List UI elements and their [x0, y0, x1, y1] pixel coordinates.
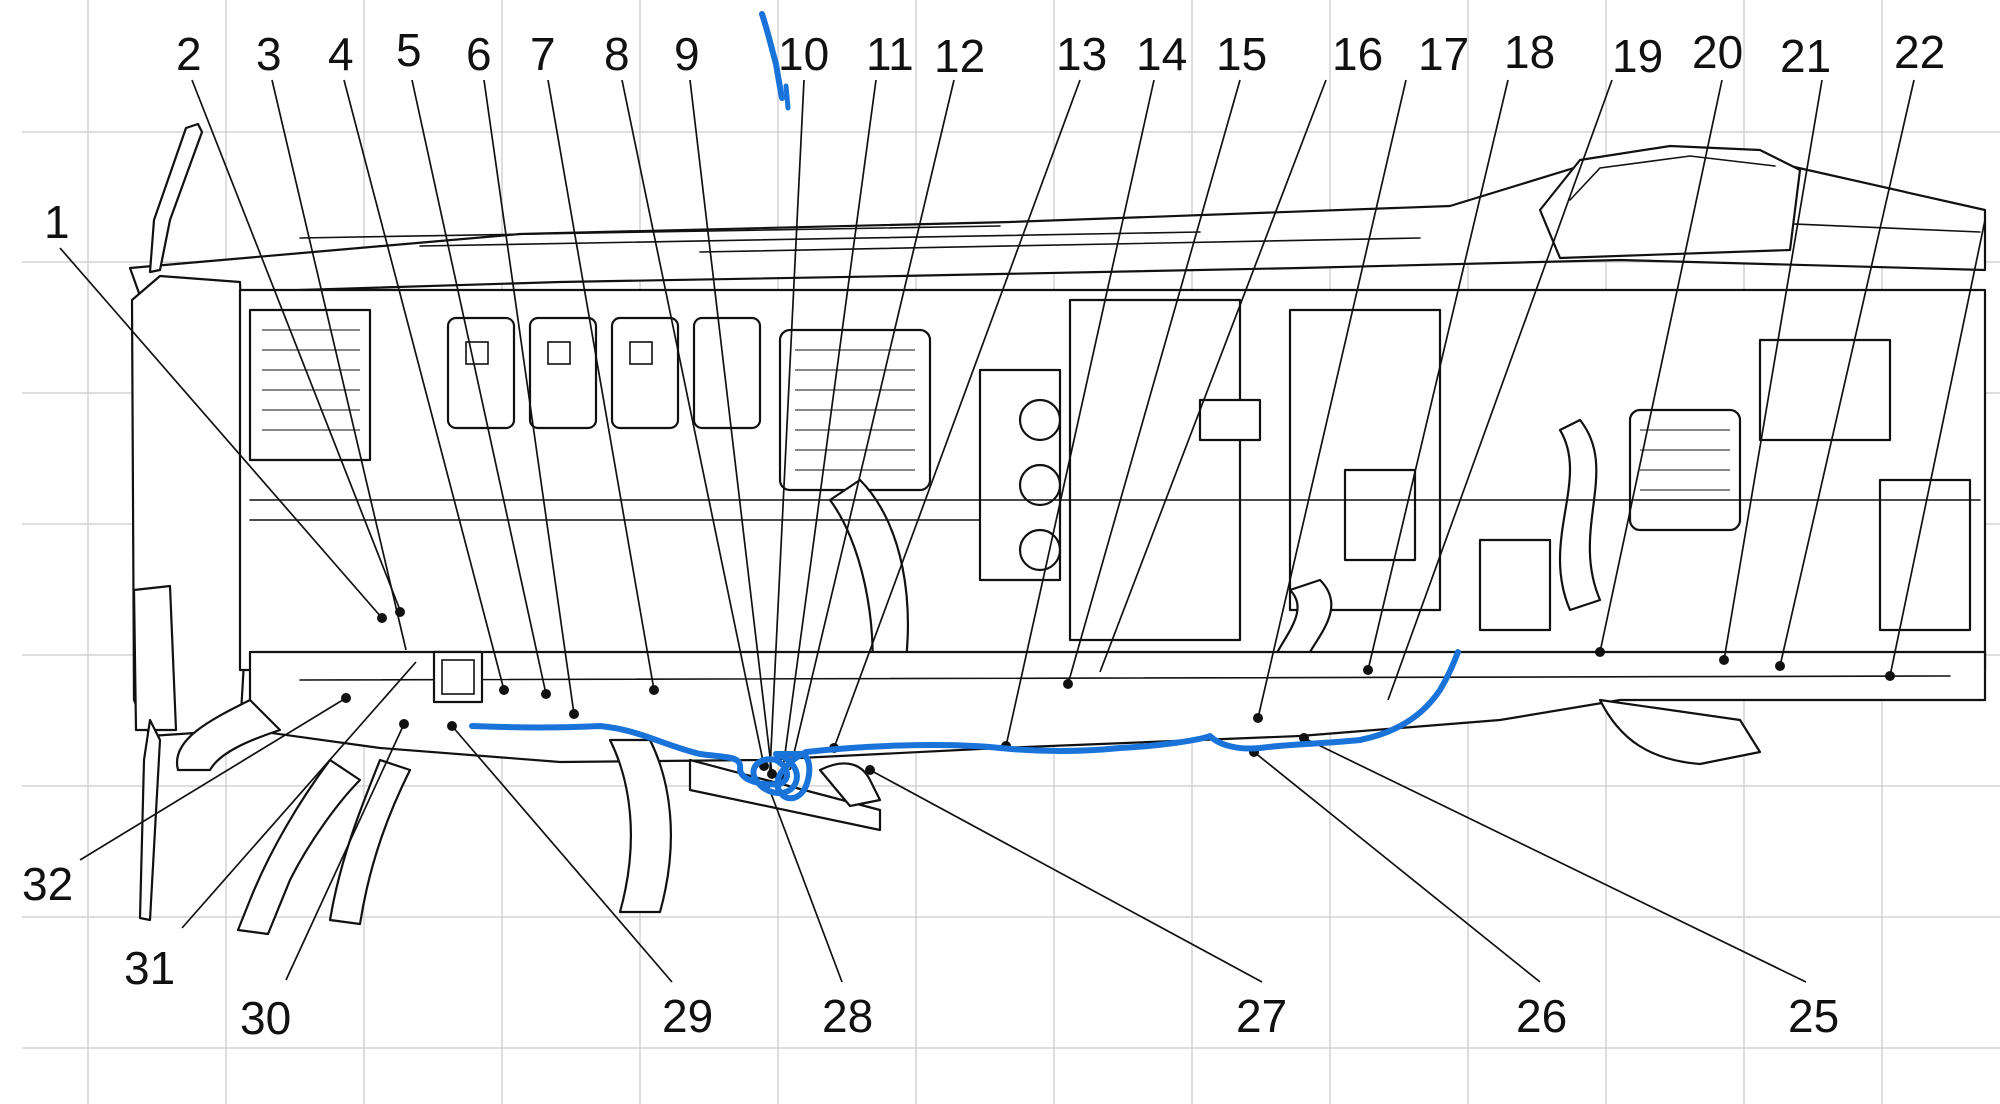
callout-label: 14 — [1136, 28, 1187, 80]
callout-label: 10 — [778, 28, 829, 80]
callout-label: 18 — [1504, 26, 1555, 78]
callout-label: 21 — [1780, 30, 1831, 82]
callout-label: 22 — [1894, 26, 1945, 78]
callout-label: 6 — [466, 28, 492, 80]
callout-label: 17 — [1418, 28, 1469, 80]
callout-label: 30 — [240, 992, 291, 1044]
callout-label: 9 — [674, 28, 700, 80]
callout-label: 2 — [176, 28, 202, 80]
callout-label: 28 — [822, 990, 873, 1042]
connector-points — [341, 607, 1895, 781]
callout-label: 5 — [396, 24, 422, 76]
callout-label: 25 — [1788, 990, 1839, 1042]
callout-label: 31 — [124, 942, 175, 994]
callout-label: 20 — [1692, 26, 1743, 78]
callout-label: 4 — [328, 28, 354, 80]
callout-label: 11 — [866, 28, 914, 80]
callout-label: 12 — [934, 30, 985, 82]
callout-label: 15 — [1216, 28, 1267, 80]
callout-label: 13 — [1056, 28, 1107, 80]
callout-label: 19 — [1612, 30, 1663, 82]
instrument-panel-illustration — [128, 122, 1987, 936]
callout-label: 7 — [530, 28, 556, 80]
callout-labels: 1 2 3 4 5 6 7 8 9 10 11 12 13 14 15 16 1… — [22, 24, 1945, 1044]
hand-drawn-harness-trace — [469, 11, 1461, 802]
callout-label: 16 — [1332, 28, 1383, 80]
callout-label: 32 — [22, 858, 73, 910]
callout-label: 27 — [1236, 990, 1287, 1042]
callout-label: 3 — [256, 28, 282, 80]
leader-lines — [59, 79, 1986, 983]
callout-label: 1 — [44, 196, 70, 248]
callout-label: 8 — [604, 28, 630, 80]
callout-label: 26 — [1516, 990, 1567, 1042]
callout-label: 29 — [662, 990, 713, 1042]
